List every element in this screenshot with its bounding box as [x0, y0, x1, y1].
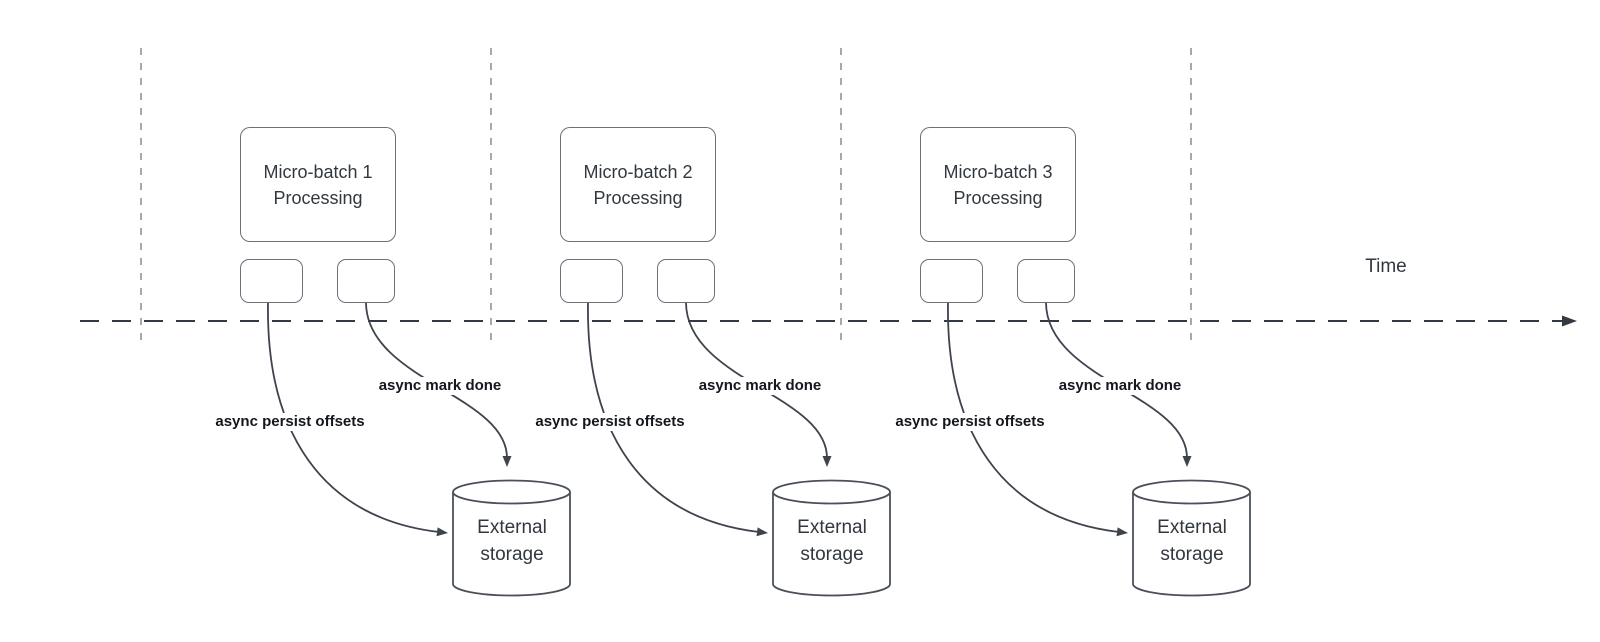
flow-group-3-strokes [947, 302, 1251, 597]
mark-done-arrow [365, 302, 512, 467]
persist-offsets-arrow [267, 302, 448, 537]
external-storage-cylinder-body [772, 492, 891, 597]
time-axis-label: Time [1365, 256, 1407, 277]
external-storage-cylinder-body [1132, 492, 1251, 597]
persist-offsets-arrow [587, 302, 768, 537]
external-storage-cylinder-top [1132, 479, 1251, 505]
persist-offsets-arrow [947, 302, 1128, 537]
flow-group-2-strokes [587, 302, 891, 597]
external-storage-cylinder-top [452, 479, 571, 505]
flow-group-1-strokes [267, 302, 571, 597]
external-storage-cylinder-body [452, 492, 571, 597]
mark-done-arrow [1045, 302, 1192, 467]
mark-done-arrow [685, 302, 832, 467]
external-storage-cylinder-top [772, 479, 891, 505]
